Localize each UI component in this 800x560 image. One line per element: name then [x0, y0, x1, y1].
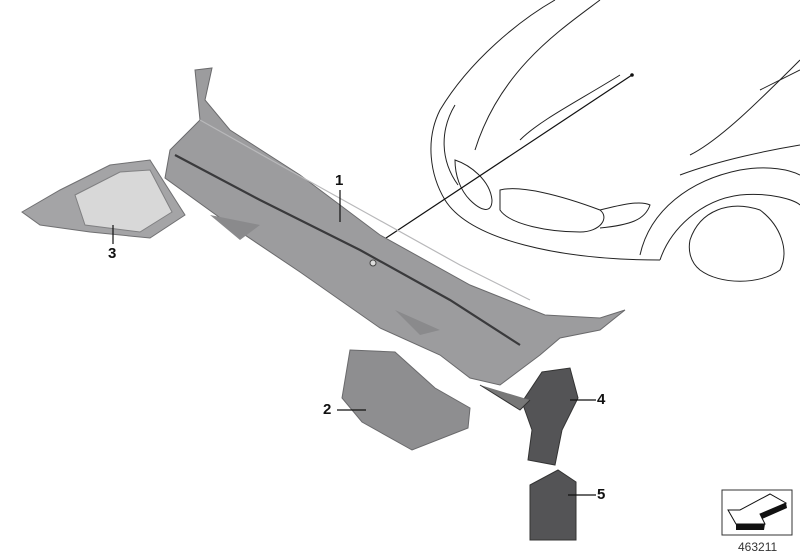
part-1-cowl-panel: [164, 67, 626, 386]
diagram-number: 463211: [738, 540, 778, 554]
callout-4[interactable]: 4: [597, 391, 606, 408]
location-dot: [630, 73, 634, 77]
leader-lines: [112, 190, 596, 496]
callout-1[interactable]: 1: [335, 172, 344, 189]
part-2-side-cover: [341, 349, 471, 451]
part-3-mesh-cover: [21, 159, 186, 239]
part-5-drain-extension: [529, 469, 577, 541]
orientation-arrow-icon: [721, 489, 793, 536]
leader-line-car: [382, 74, 633, 241]
callout-2[interactable]: 2: [323, 401, 332, 418]
car-outline: [430, 0, 800, 282]
callout-3[interactable]: 3: [108, 245, 117, 262]
part-4-drain-duct: [479, 367, 579, 466]
callout-5[interactable]: 5: [597, 486, 606, 503]
